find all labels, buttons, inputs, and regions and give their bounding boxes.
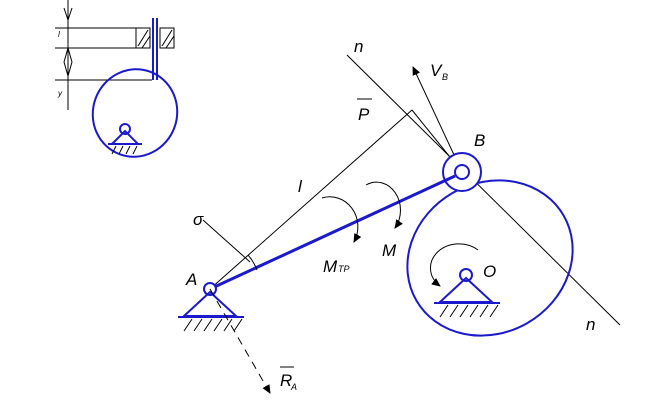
inset-arrow-1 bbox=[63, 7, 69, 21]
label-n-top: n bbox=[354, 37, 363, 56]
label-m: M bbox=[382, 241, 397, 260]
cam-rotation-arrow bbox=[430, 243, 479, 287]
inset-label-y: y bbox=[57, 89, 63, 98]
support-a-hatch bbox=[183, 318, 243, 332]
label-vb-sub: B bbox=[442, 72, 448, 82]
label-l: l bbox=[298, 177, 303, 196]
inset-guide-right bbox=[159, 27, 175, 49]
label-mtr: M bbox=[323, 257, 338, 276]
angle-arc bbox=[247, 254, 258, 271]
label-vb: V bbox=[430, 61, 443, 80]
label-ra: R bbox=[280, 371, 292, 390]
label-p: P bbox=[358, 105, 370, 124]
label-o: O bbox=[483, 262, 496, 281]
cam-body bbox=[406, 179, 574, 337]
inset-arrow-3 bbox=[63, 61, 69, 77]
label-angle: σ bbox=[193, 210, 204, 229]
normal-line-n-n bbox=[346, 54, 621, 326]
label-a: A bbox=[185, 270, 197, 289]
inset-cam-pivot bbox=[119, 123, 131, 135]
moment-m-arrow bbox=[365, 181, 403, 229]
moment-mtr-arrow bbox=[321, 196, 362, 243]
inset-arrow-2 bbox=[63, 47, 69, 63]
reaction-ra-arrow bbox=[209, 288, 271, 394]
inset-follower-cam: l y bbox=[55, 0, 179, 158]
support-o-hatch bbox=[439, 304, 499, 318]
label-mtr-sub: ТР bbox=[338, 264, 350, 274]
roller-b-pin bbox=[454, 164, 470, 180]
label-n-bottom: n bbox=[586, 315, 595, 334]
inset-label-l: l bbox=[58, 30, 60, 39]
pivot-o bbox=[459, 268, 473, 282]
label-b: B bbox=[474, 131, 485, 150]
lever-arm-line-l bbox=[209, 109, 413, 290]
link-ab bbox=[209, 174, 456, 291]
label-ra-sub: A bbox=[290, 382, 297, 392]
inset-guide-left bbox=[135, 27, 151, 49]
angle-leader bbox=[202, 219, 251, 263]
inset-cam bbox=[91, 68, 179, 158]
